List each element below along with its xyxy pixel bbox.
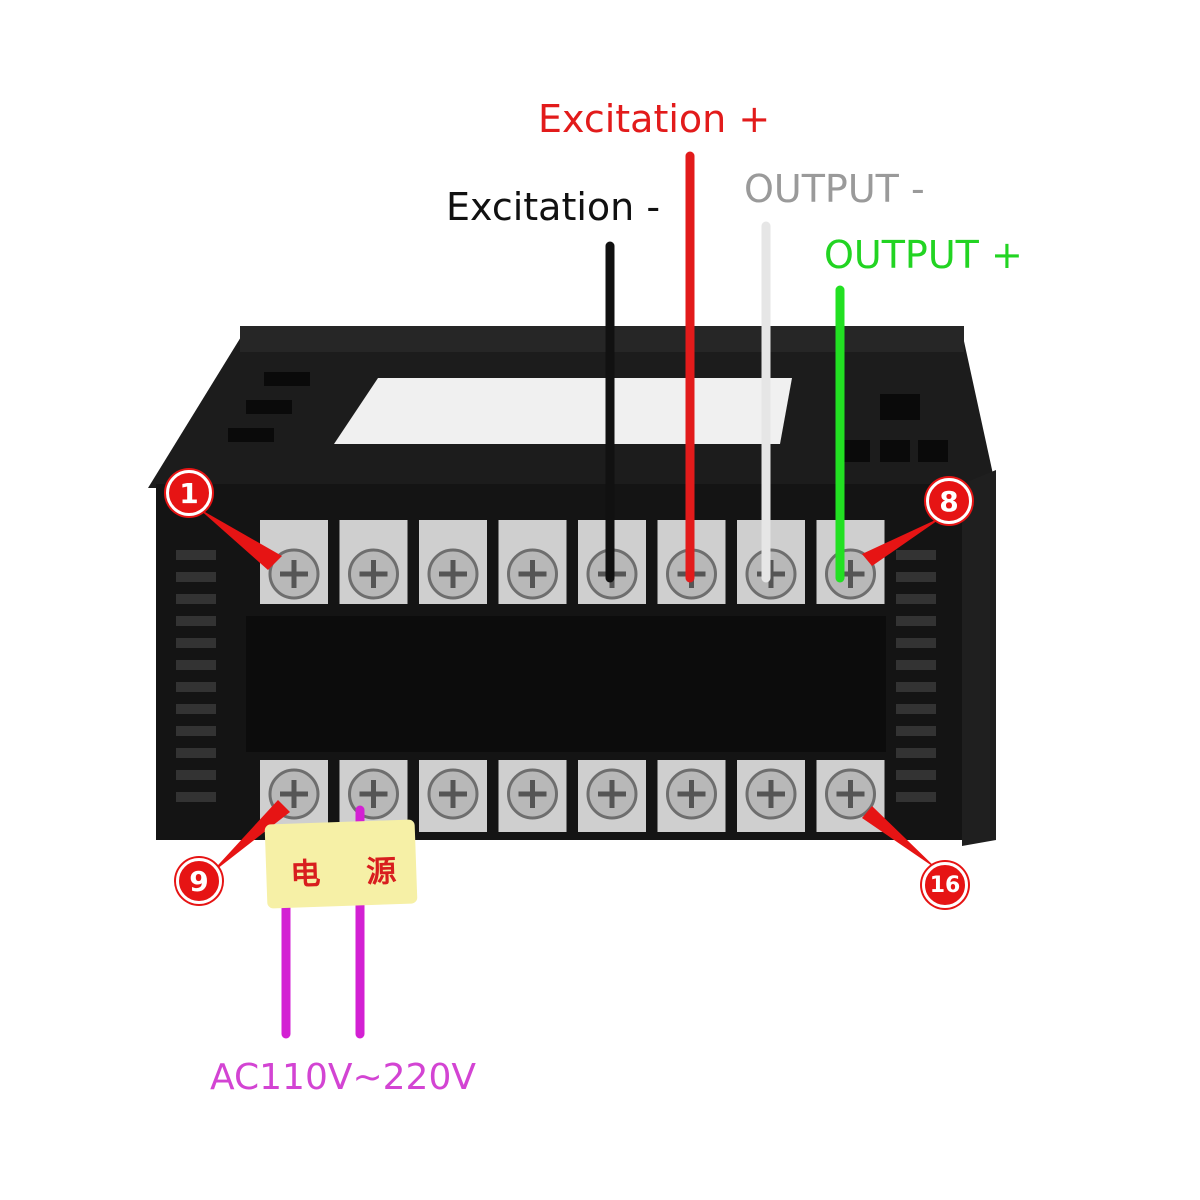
top-vents-right xyxy=(840,394,948,462)
label-power-supply: AC110V~220V xyxy=(210,1057,476,1098)
badge-terminal-8: 8 xyxy=(926,478,972,524)
power-sticker-char-2: 源 xyxy=(365,854,397,891)
label-output-minus: OUTPUT - xyxy=(744,167,925,211)
pointer-terminal-16 xyxy=(862,806,938,870)
terminal-block-panel xyxy=(246,616,886,752)
device-top-sticker xyxy=(334,378,792,444)
pointer-terminal-1 xyxy=(198,508,282,570)
label-excitation-minus: Excitation - xyxy=(446,185,661,229)
label-output-plus: OUTPUT + xyxy=(824,233,1023,277)
badge-terminal-1: 1 xyxy=(166,470,212,516)
pointer-terminal-9 xyxy=(208,800,290,876)
top-vents-left xyxy=(228,372,310,442)
device-bezel xyxy=(240,326,964,352)
badge-terminal-16: 16 xyxy=(922,862,968,908)
side-vents-left xyxy=(176,550,216,802)
pointer-terminal-8 xyxy=(862,516,944,566)
label-excitation-plus: Excitation + xyxy=(538,97,771,141)
side-vents-right xyxy=(896,550,936,802)
power-supply-sticker: 电 源 xyxy=(264,819,418,909)
power-sticker-char-1: 电 xyxy=(289,856,321,893)
badge-terminal-9: 9 xyxy=(176,858,222,904)
device-side-face xyxy=(962,470,996,846)
